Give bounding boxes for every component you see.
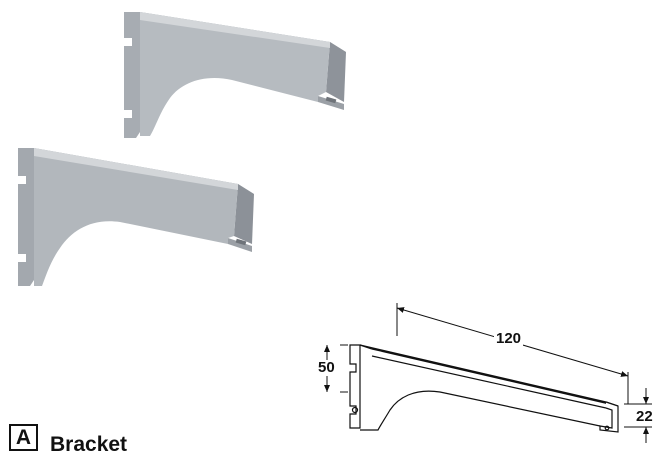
length-label: 120 — [494, 330, 524, 347]
dimension-length — [396, 303, 629, 404]
height-label: 50 — [317, 359, 336, 376]
caption-title: Bracket — [50, 433, 128, 456]
drawing-channel-top — [359, 344, 619, 407]
depth-label: 22 — [635, 408, 654, 425]
drawing-back-plate — [349, 344, 361, 429]
short-bracket-photo — [124, 12, 346, 138]
caption: A Bracket — [9, 424, 127, 456]
caption-letter-badge: A — [9, 424, 38, 451]
drawing-channel-end — [599, 401, 619, 433]
dimension-depth — [624, 388, 652, 443]
long-bracket-photo — [18, 148, 254, 286]
dimension-line-drawing — [349, 344, 619, 433]
